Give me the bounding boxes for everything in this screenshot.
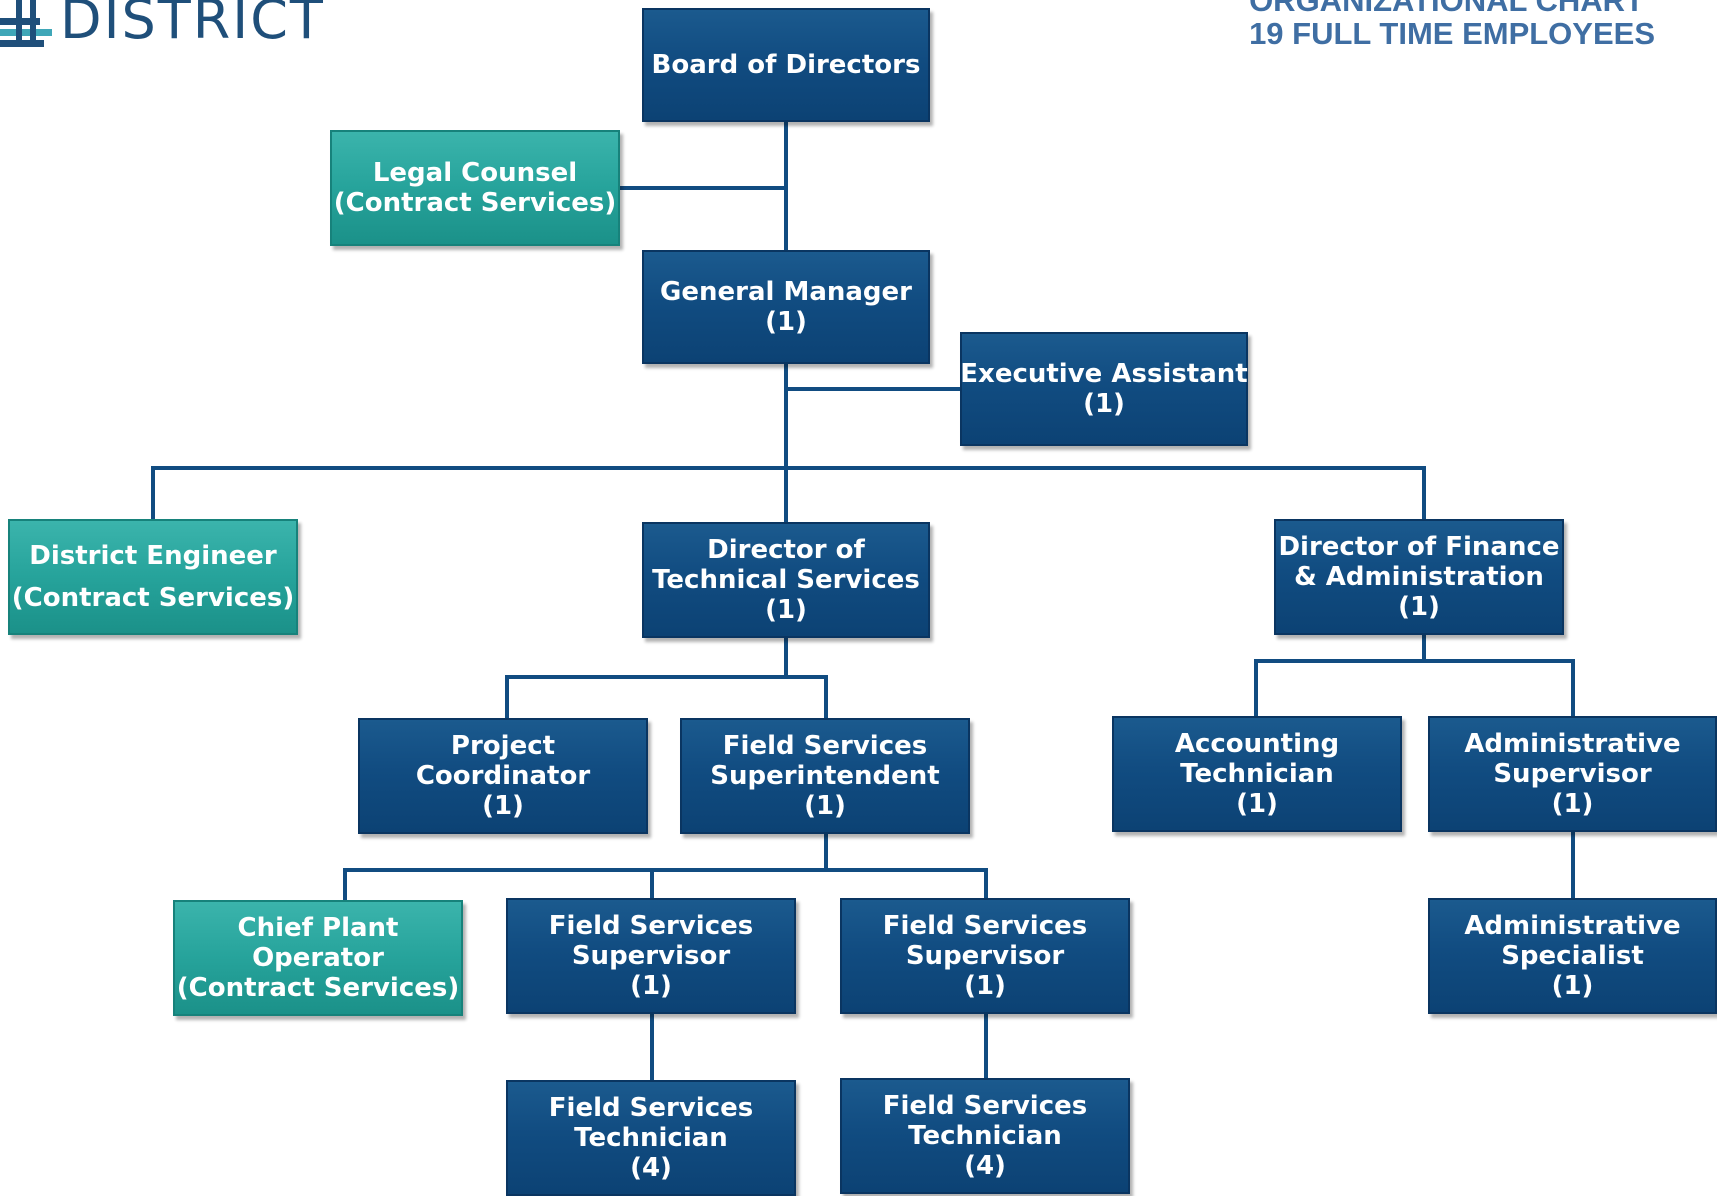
field-services-technician-2-box: Field Services Technician (4): [840, 1078, 1130, 1194]
administrative-supervisor-box: Administrative Supervisor (1): [1428, 716, 1717, 832]
director-technical-services-box: Director of Technical Services (1): [642, 522, 930, 638]
accounting-technician-box: Accounting Technician (1): [1112, 716, 1402, 832]
legal-counsel-box: Legal Counsel (Contract Services): [330, 130, 620, 246]
chief-plant-operator-box: Chief Plant Operator (Contract Services): [173, 900, 463, 1016]
header-title: ORGANIZATIONAL CHART: [1249, 0, 1644, 18]
general-manager-box: General Manager (1): [642, 250, 930, 364]
administrative-specialist-box: Administrative Specialist (1): [1428, 898, 1717, 1014]
chart-header: ORGANIZATIONAL CHART 19 FULL TIME EMPLOY…: [1249, 0, 1655, 50]
board-of-directors-box: Board of Directors: [642, 8, 930, 122]
district-engineer-box: District Engineer (Contract Services): [8, 519, 298, 635]
logo-text: DISTRICT: [60, 0, 325, 51]
field-services-supervisor-2-box: Field Services Supervisor (1): [840, 898, 1130, 1014]
header-employee-count: 19 FULL TIME EMPLOYEES: [1249, 16, 1655, 51]
field-services-technician-1-box: Field Services Technician (4): [506, 1080, 796, 1196]
project-coordinator-box: Project Coordinator (1): [358, 718, 648, 834]
box-label: Board of Directors: [651, 50, 921, 80]
director-finance-administration-box: Director of Finance & Administration (1): [1274, 519, 1564, 635]
executive-assistant-box: Executive Assistant (1): [960, 332, 1248, 446]
field-services-supervisor-1-box: Field Services Supervisor (1): [506, 898, 796, 1014]
field-services-superintendent-box: Field Services Superintendent (1): [680, 718, 970, 834]
